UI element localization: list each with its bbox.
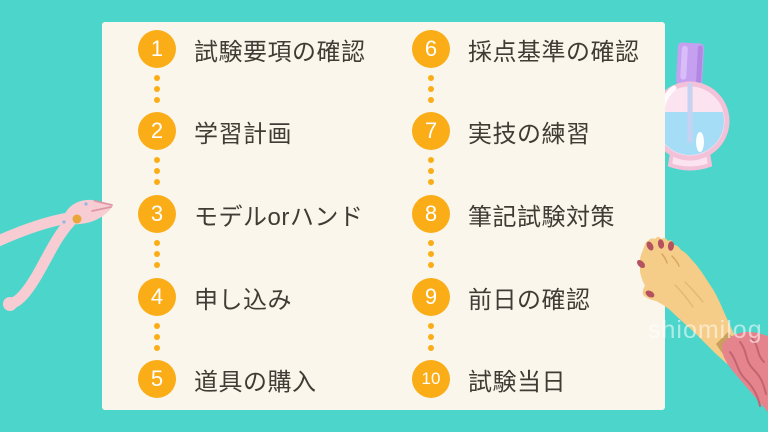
step-label: 学習計画 <box>194 120 292 148</box>
list-item: 3 モデルorハンド <box>138 195 363 233</box>
list-item: 1 試験要項の確認 <box>138 30 366 68</box>
list-item: 9 前日の確認 <box>412 278 591 316</box>
step-number-badge: 8 <box>412 195 450 233</box>
step-label: 採点基準の確認 <box>468 38 640 66</box>
dotted-connector <box>412 240 450 268</box>
list-item: 4 申し込み <box>138 278 292 316</box>
list-item: 7 実技の練習 <box>412 112 591 150</box>
checklist-card <box>102 22 665 410</box>
step-number-badge: 1 <box>138 30 176 68</box>
step-label: 筆記試験対策 <box>468 203 615 231</box>
list-item: 5 道具の購入 <box>138 360 317 398</box>
step-number-badge: 3 <box>138 195 176 233</box>
dotted-connector <box>412 75 450 103</box>
list-item: 8 筆記試験対策 <box>412 195 615 233</box>
dotted-connector <box>412 157 450 185</box>
step-label: 実技の練習 <box>468 120 591 148</box>
dotted-connector <box>412 323 450 351</box>
step-number-badge: 9 <box>412 278 450 316</box>
list-item: 2 学習計画 <box>138 112 292 150</box>
dotted-connector <box>138 157 176 185</box>
step-number-badge: 6 <box>412 30 450 68</box>
step-label: 道具の購入 <box>194 368 317 396</box>
step-label: モデルorハンド <box>194 203 364 231</box>
step-number-badge: 7 <box>412 112 450 150</box>
dotted-connector <box>138 323 176 351</box>
step-label: 前日の確認 <box>468 286 591 314</box>
step-number-badge: 5 <box>138 360 176 398</box>
list-item: 10 試験当日 <box>412 360 566 398</box>
dotted-connector <box>138 75 176 103</box>
step-label: 試験当日 <box>468 368 566 396</box>
cuticle-nipper-icon <box>0 199 113 311</box>
step-number-badge: 2 <box>138 112 176 150</box>
watermark: shiomilog <box>648 316 763 344</box>
step-label: 申し込み <box>194 286 292 314</box>
manicured-hand-icon <box>636 236 768 412</box>
dotted-connector <box>138 240 176 268</box>
step-number-badge: 4 <box>138 278 176 316</box>
step-label: 試験要項の確認 <box>194 38 366 66</box>
nail-polish-bottle-icon <box>650 42 730 171</box>
list-item: 6 採点基準の確認 <box>412 30 640 68</box>
step-number-badge: 10 <box>412 360 450 398</box>
